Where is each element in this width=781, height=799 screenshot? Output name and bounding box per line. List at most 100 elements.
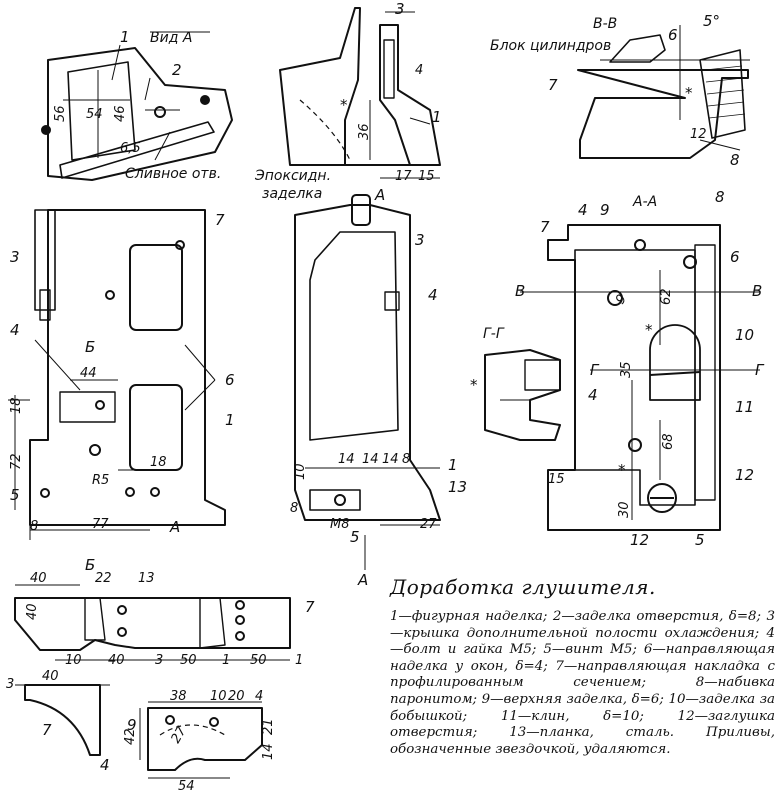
part-label: 9 (600, 201, 610, 219)
dimension-label: 50 (180, 653, 197, 668)
part-label: 4 (10, 321, 20, 339)
section-marker: Г (755, 361, 765, 379)
part-label: 6 (225, 371, 235, 389)
section-marker: В (752, 282, 762, 300)
dimension-label: 10 (293, 463, 308, 480)
dimension-label: 44 (80, 366, 97, 381)
dimension-label: 15 (418, 169, 435, 184)
part-label: 5 (695, 531, 705, 549)
dimension-label: 40 (25, 603, 40, 620)
section-marker: A (357, 571, 368, 589)
angle-label: 5° (703, 12, 720, 30)
view-a-drawing (41, 31, 233, 181)
dimension-label: 6,5 (120, 141, 141, 156)
side-profile-drawing (279, 7, 441, 179)
part-label: 3 (415, 231, 425, 249)
dimension-label: 4 (100, 756, 110, 774)
dimension-label: 14 (261, 743, 276, 760)
star-marker: * (645, 321, 653, 339)
part-label: 1 (225, 411, 235, 429)
dimension-label: 27 (420, 517, 437, 532)
dimension-label: 72 (9, 453, 24, 470)
part-label: 3 (10, 248, 20, 266)
dimension-label: 50 (250, 653, 267, 668)
section-marker: Г (590, 361, 600, 379)
section-marker: Б (85, 556, 95, 574)
section-gg-drawing (484, 349, 561, 441)
dimension-label: 40 (30, 571, 47, 586)
dimension-label: 40 (108, 653, 125, 668)
dimension-label: 3 (155, 653, 163, 668)
front-view-drawing (8, 209, 226, 540)
part-label: 7 (548, 76, 558, 94)
part-label: 12 (735, 466, 754, 484)
section-bb-title: В-В (593, 16, 617, 32)
dimension-label: 3 (6, 677, 14, 692)
part-label: 12 (630, 531, 649, 549)
dimension-label: 8 (30, 519, 38, 534)
star-marker: * (340, 96, 348, 114)
dimension-label: 8 (402, 452, 410, 467)
part-label: 8 (730, 151, 740, 169)
dimension-label: 14 (382, 452, 399, 467)
dimension-label: 10 (210, 689, 227, 704)
part-label: 7 (540, 218, 550, 236)
section-marker: A (374, 186, 385, 204)
dimension-label: 21 (261, 718, 276, 735)
part-label: 7 (42, 721, 52, 739)
part-label: 6 (668, 26, 678, 44)
dimension-label: 42 (123, 728, 138, 745)
part-label: 1 (448, 456, 458, 474)
dimension-label: 4 (255, 689, 263, 704)
caption-block: Доработка глушителя. 1—фигурная наделка;… (390, 575, 775, 758)
part-label: 11 (735, 398, 754, 416)
part-label: 4 (588, 386, 598, 404)
small-profile-drawing (15, 684, 110, 756)
part-label: 4 (415, 63, 423, 78)
section-bb-drawing (577, 25, 750, 159)
cover-view-drawing (294, 194, 441, 570)
dimension-label: R5 (92, 473, 109, 488)
part-label: 8 (715, 188, 725, 206)
star-marker: * (618, 461, 626, 479)
cylinder-block-label: Блок цилиндров (490, 38, 611, 54)
part-label: 4 (428, 286, 438, 304)
dimension-label: 62 (659, 288, 674, 305)
dimension-label: 36 (357, 123, 372, 140)
star-marker: * (685, 84, 693, 102)
dimension-label: 56 (53, 105, 68, 122)
dimension-label: 18 (9, 397, 24, 414)
part-label: 13 (448, 478, 467, 496)
epoxy-label-line2: заделка (262, 186, 322, 202)
epoxy-label-line1: Эпоксидн. (254, 168, 331, 184)
part-label: 1 (432, 108, 442, 126)
dimension-label: 3 (395, 0, 405, 18)
dimension-label: 18 (150, 455, 167, 470)
dimension-label: 17 (395, 169, 412, 184)
dimension-label: 30 (617, 501, 632, 518)
dimension-label: 14 (362, 452, 379, 467)
dimension-label: 54 (86, 107, 103, 122)
star-marker: * (470, 376, 478, 394)
dimension-label: 40 (42, 669, 59, 684)
dimension-label: 1 (222, 653, 230, 668)
part-label: 10 (735, 326, 754, 344)
dimension-label: 77 (92, 517, 109, 532)
section-gg-title: Г-Г (483, 326, 505, 342)
section-marker: В (515, 282, 525, 300)
dimension-label: 8 (290, 501, 298, 516)
section-aa-title: А-А (632, 194, 657, 210)
caption-legend: 1—фигурная наделка; 2—заделка отверстия,… (390, 609, 775, 757)
part-label: 5 (350, 528, 360, 546)
dimension-label: 46 (113, 105, 128, 122)
dimension-label: 20 (228, 689, 245, 704)
part-label: 4 (578, 201, 588, 219)
dimension-label: M8 (330, 517, 350, 532)
part-label: 7 (305, 598, 315, 616)
dimension-label: 12 (690, 127, 707, 142)
dimension-label: 14 (338, 452, 355, 467)
dimension-label: 68 (661, 433, 676, 450)
dimension-label: 22 (95, 571, 112, 586)
